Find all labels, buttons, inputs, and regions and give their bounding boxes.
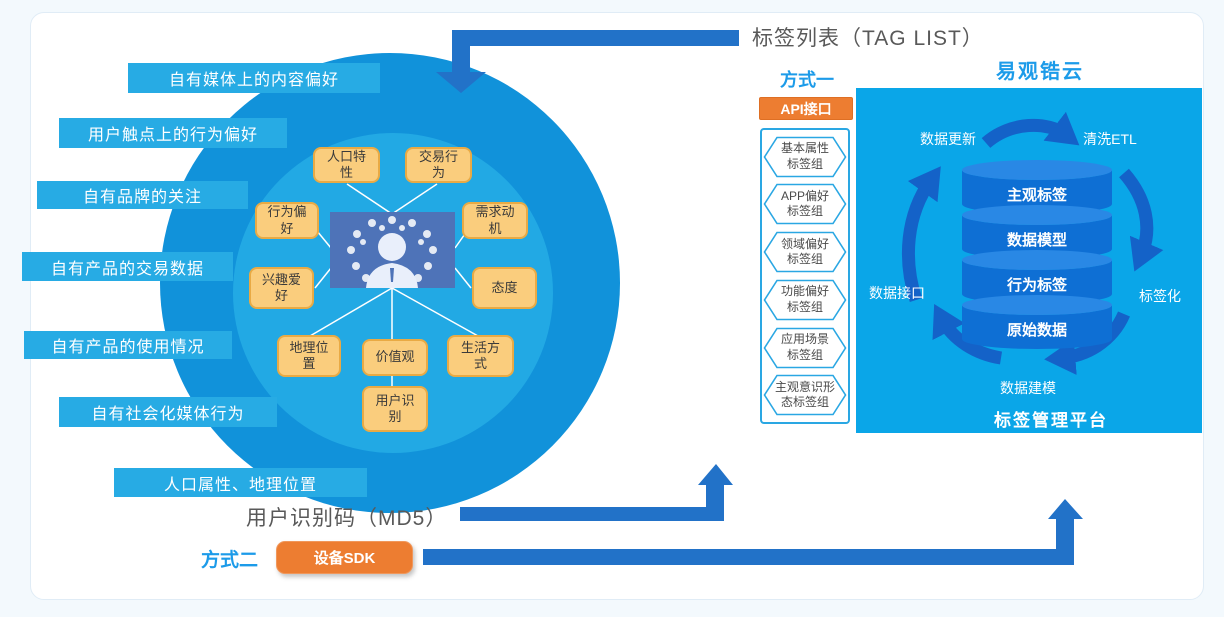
- source-bar-touchpoint: 用户触点上的行为偏好: [59, 118, 287, 148]
- tag-box-geolocation: 地理位 置: [277, 335, 341, 377]
- tag-group-list: 基本属性 标签组 APP偏好 标签组 领域偏好 标签组 功能偏好 标签组 应用场…: [760, 128, 850, 424]
- platform-label: 标签管理平台: [994, 411, 1108, 430]
- tag-management-panel: 主观标签 数据模型 行为标签 原始数据 数据更新 清洗ETL 数据接口 标签化 …: [856, 88, 1202, 433]
- tag-group-app: APP偏好 标签组: [763, 183, 847, 225]
- tag-box-demographic: 人口特 性: [313, 147, 380, 183]
- tag-list-label: 标签列表（TAG LIST）: [752, 27, 984, 50]
- md5-label: 用户识别码（MD5）: [246, 507, 448, 530]
- cycle-label-etl: 清洗ETL: [1083, 131, 1137, 147]
- cycle-label-data-update: 数据更新: [920, 131, 976, 147]
- db-layer-data-model: 数据模型: [1006, 232, 1068, 249]
- tag-group-domain: 领域偏好 标签组: [763, 231, 847, 273]
- source-bar-transaction: 自有产品的交易数据: [22, 252, 233, 281]
- tag-box-lifestyle: 生活方 式: [447, 335, 514, 377]
- source-bar-demographics: 人口属性、地理位置: [114, 468, 367, 497]
- tag-box-attitude: 态度: [472, 267, 537, 309]
- tag-box-values: 价值观: [362, 339, 428, 376]
- api-button[interactable]: API接口: [759, 97, 853, 120]
- source-bar-brand: 自有品牌的关注: [37, 181, 248, 209]
- tag-database-icon: [962, 160, 1112, 349]
- tag-box-behavior: 行为偏 好: [255, 202, 319, 239]
- tag-group-subjective: 主观意识形 态标签组: [763, 374, 847, 416]
- method-two-title: 方式二: [201, 550, 259, 571]
- tag-group-basic: 基本属性 标签组: [763, 136, 847, 178]
- tag-box-user-id: 用户识 别: [362, 386, 428, 432]
- cloud-title: 易观锆云: [996, 61, 1084, 83]
- db-layer-subjective-tags: 主观标签: [1006, 187, 1068, 204]
- source-bar-social-media: 自有社会化媒体行为: [59, 397, 277, 427]
- person-silhouette-icon: [366, 233, 418, 288]
- cycle-label-data-api: 数据接口: [869, 285, 925, 301]
- source-bar-media-content: 自有媒体上的内容偏好: [128, 63, 380, 93]
- db-layer-raw-data: 原始数据: [1006, 322, 1068, 339]
- db-layer-behavior-tags: 行为标签: [1006, 277, 1068, 294]
- data-cycle-arrows-icon: [902, 111, 1164, 375]
- tag-box-interest: 兴趣爱 好: [249, 267, 314, 309]
- tag-group-function: 功能偏好 标签组: [763, 279, 847, 321]
- cycle-label-tagging: 标签化: [1139, 288, 1181, 304]
- tag-box-motivation: 需求动 机: [462, 202, 528, 239]
- cycle-label-data-modeling: 数据建模: [1000, 380, 1056, 396]
- tag-group-scenario: 应用场景 标签组: [763, 327, 847, 369]
- sdk-button[interactable]: 设备SDK: [276, 541, 413, 574]
- user-portrait-image: [330, 212, 455, 288]
- method-one-title: 方式一: [780, 70, 834, 90]
- source-bar-usage: 自有产品的使用情况: [24, 331, 232, 359]
- app-icons-ring-icon: [347, 216, 437, 282]
- tag-box-transaction: 交易行 为: [405, 147, 472, 183]
